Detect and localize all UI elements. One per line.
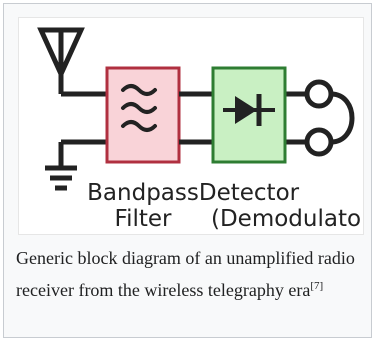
diagram-image[interactable]: Bandpass Filter Detector (Demodulator) bbox=[18, 17, 364, 235]
block-diagram: Bandpass Filter Detector (Demodulator) bbox=[37, 27, 363, 232]
detector-label-line2: (Demodulator) bbox=[211, 206, 363, 232]
ground-icon bbox=[45, 139, 107, 191]
bandpass-label-line1: Bandpass bbox=[87, 180, 199, 206]
connection-wires bbox=[179, 91, 307, 145]
bandpass-label-line2: Filter bbox=[115, 206, 173, 232]
earphone-icon bbox=[304, 79, 355, 157]
figure-frame: Bandpass Filter Detector (Demodulator) G… bbox=[3, 3, 372, 338]
caption-text: Generic block diagram of an unamplified … bbox=[16, 248, 355, 300]
bandpass-filter-block bbox=[105, 66, 181, 164]
reference-link[interactable]: [7] bbox=[310, 280, 324, 292]
figure-caption: Generic block diagram of an unamplified … bbox=[16, 242, 366, 306]
detector-label-line1: Detector bbox=[199, 180, 300, 206]
bandpass-filter-icon bbox=[121, 84, 157, 132]
detector-block bbox=[211, 66, 287, 164]
antenna-icon bbox=[37, 27, 107, 97]
diode-icon bbox=[223, 94, 275, 126]
